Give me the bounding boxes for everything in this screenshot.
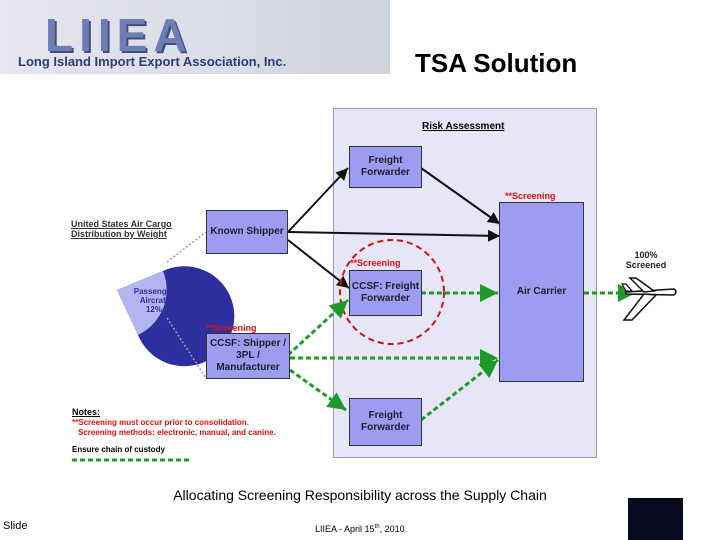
notes-line2: Screening methods: electronic, manual, a… (78, 428, 276, 437)
node-air-carrier: Air Carrier (499, 202, 584, 382)
slide-label: Slide (3, 520, 28, 532)
footer-date-prefix: LIIEA - April 15 (315, 524, 375, 534)
logo-subtitle: Long Island Import Export Association, I… (18, 54, 287, 69)
footer-date-suffix: , 2010 (379, 524, 405, 534)
pie-label-passenger-line2: Aircraft (139, 296, 169, 305)
slide-caption: Allocating Screening Responsibility acro… (173, 487, 547, 503)
risk-assessment-label: Risk Assessment (422, 121, 505, 132)
slide-title: TSA Solution (415, 48, 578, 78)
pie-value-passenger: 12% (145, 305, 162, 314)
pie-label-all-cargo-line1: All-Cargo (76, 282, 118, 292)
pie-label-all-cargo-line2: Aircraft (80, 292, 113, 302)
logo-word: LIIEA (45, 9, 193, 61)
pie-label-passenger-line1: Passenger (133, 287, 175, 296)
screened-label: 100% Screened (625, 250, 667, 270)
pie-label-passenger: Passenger Aircraft 12% (131, 287, 177, 314)
notes-heading: Notes: (72, 407, 101, 417)
footer-date: LIIEA - April 15th, 2010 (315, 524, 405, 534)
pie-title-line2: Distribution by Weight (71, 229, 167, 239)
pie-value-all-cargo: 88% (87, 302, 106, 312)
node-ccsf-freight-forwarder: CCSF: Freight Forwarder (349, 270, 422, 316)
node-freight-forwarder-top: Freight Forwarder (349, 146, 422, 188)
notes-line1: **Screening must occur prior to consolid… (72, 418, 249, 427)
screening-circle (339, 239, 445, 345)
screening-label-left: **Screening (206, 323, 257, 333)
pie-slice-passenger (117, 271, 167, 335)
corner-logo (628, 498, 683, 540)
node-ccsf-shipper: CCSF: Shipper / 3PL / Manufacturer (206, 333, 290, 379)
pie-title-line1: United States Air Cargo (71, 219, 172, 229)
footer-date-sup: th (374, 524, 380, 530)
screening-label-middle: **Screening (350, 258, 401, 268)
airplane-icon (620, 277, 677, 321)
logo: LIIEA Long Island Import Export Associat… (0, 0, 390, 74)
pie-label-all-cargo: All-Cargo Aircraft 88% (76, 282, 118, 312)
node-known-shipper: Known Shipper (206, 210, 288, 254)
notes-line3: Ensure chain of custody (72, 445, 165, 454)
node-freight-forwarder-bottom: Freight Forwarder (349, 398, 422, 446)
screening-label-top: **Screening (505, 191, 556, 201)
pie-chart (117, 266, 235, 367)
